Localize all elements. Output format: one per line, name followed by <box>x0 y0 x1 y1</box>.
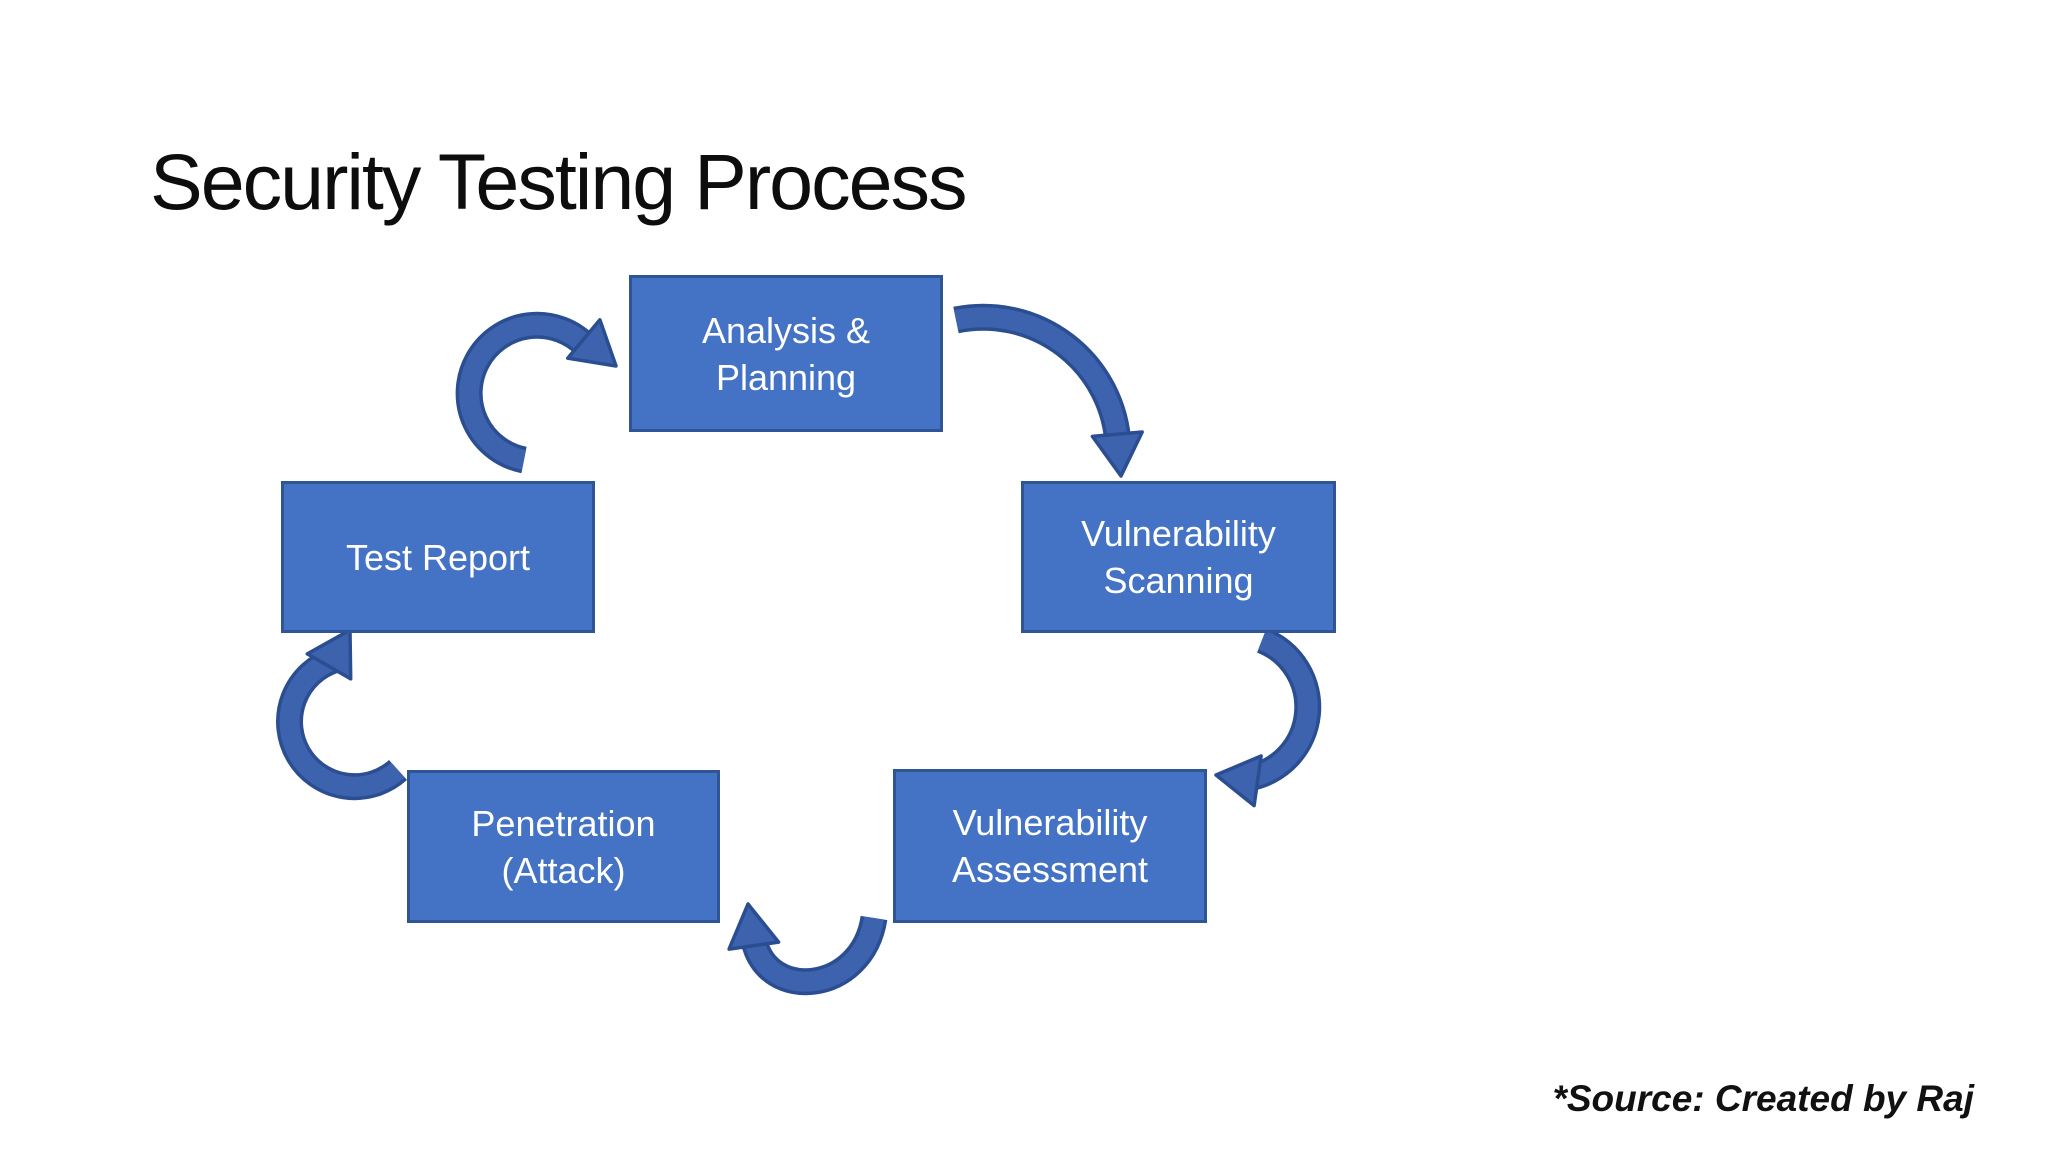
step-label-line: (Attack) <box>501 849 626 891</box>
step-box-test-report: Test Report <box>281 481 595 633</box>
step-label-line: Planning <box>715 356 857 398</box>
step-box-vulnerability-assessment: Vulnerability Assessment <box>893 769 1207 923</box>
step-label-line: Test Report <box>345 536 531 578</box>
arrow-analysis-planning-to-vulnerability-scanning <box>953 303 1144 478</box>
step-label-line: Analysis & <box>701 309 871 351</box>
step-box-vulnerability-scanning: Vulnerability Scanning <box>1021 481 1336 633</box>
arrow-vulnerability-scanning-to-vulnerability-assessment <box>1214 627 1322 808</box>
arrow-test-report-to-analysis-planning <box>455 311 618 474</box>
step-label-line: Assessment <box>951 849 1149 890</box>
arrow-penetration-attack-to-test-report <box>276 628 408 801</box>
step-box-penetration-attack: Penetration (Attack) <box>407 770 720 923</box>
arrow-vulnerability-assessment-to-penetration-attack <box>727 902 888 996</box>
step-box-analysis-planning: Analysis & Planning <box>629 275 943 432</box>
source-attribution: *Source: Created by Raj <box>1552 1078 1974 1119</box>
step-label-line: Scanning <box>1103 560 1254 601</box>
step-label-line: Penetration <box>471 802 656 844</box>
step-label-line: Vulnerability <box>1081 513 1276 554</box>
step-label-line: Vulnerability <box>952 802 1148 843</box>
slide-title: Security Testing Process <box>150 137 968 226</box>
